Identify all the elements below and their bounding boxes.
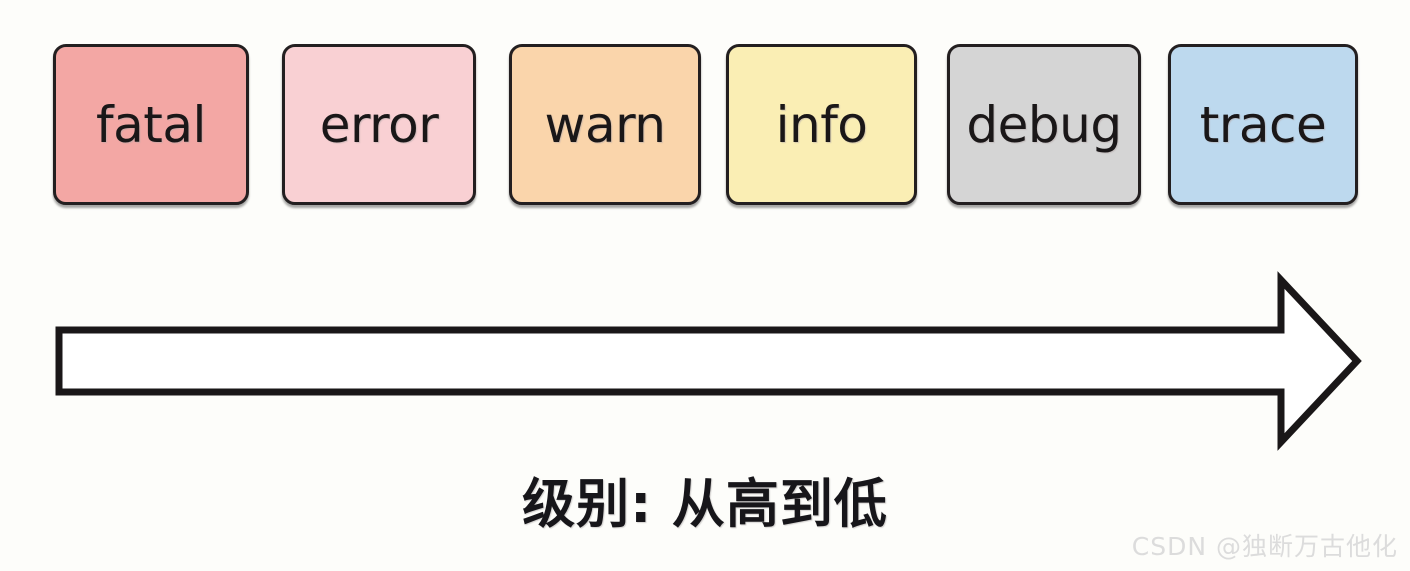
csdn-watermark: CSDN @独断万古他化 [1131,532,1398,561]
arrow-shape [55,271,1362,451]
caption-text: 级别: 从高到低 [522,474,888,535]
level-label-trace: trace [1199,95,1327,154]
level-box-error[interactable]: error [282,44,476,205]
log-level-row: fatal error warn info debug trace [53,44,1358,205]
direction-arrow [55,271,1365,451]
level-label-error: error [319,95,439,154]
level-box-debug[interactable]: debug [947,44,1141,205]
level-label-debug: debug [966,95,1122,154]
arrow-svg [55,271,1362,451]
level-box-info[interactable]: info [726,44,917,205]
level-label-info: info [775,95,868,154]
level-label-warn: warn [544,95,666,154]
level-label-fatal: fatal [96,95,206,154]
level-box-warn[interactable]: warn [509,44,701,205]
level-box-trace[interactable]: trace [1168,44,1358,205]
level-box-fatal[interactable]: fatal [53,44,249,205]
